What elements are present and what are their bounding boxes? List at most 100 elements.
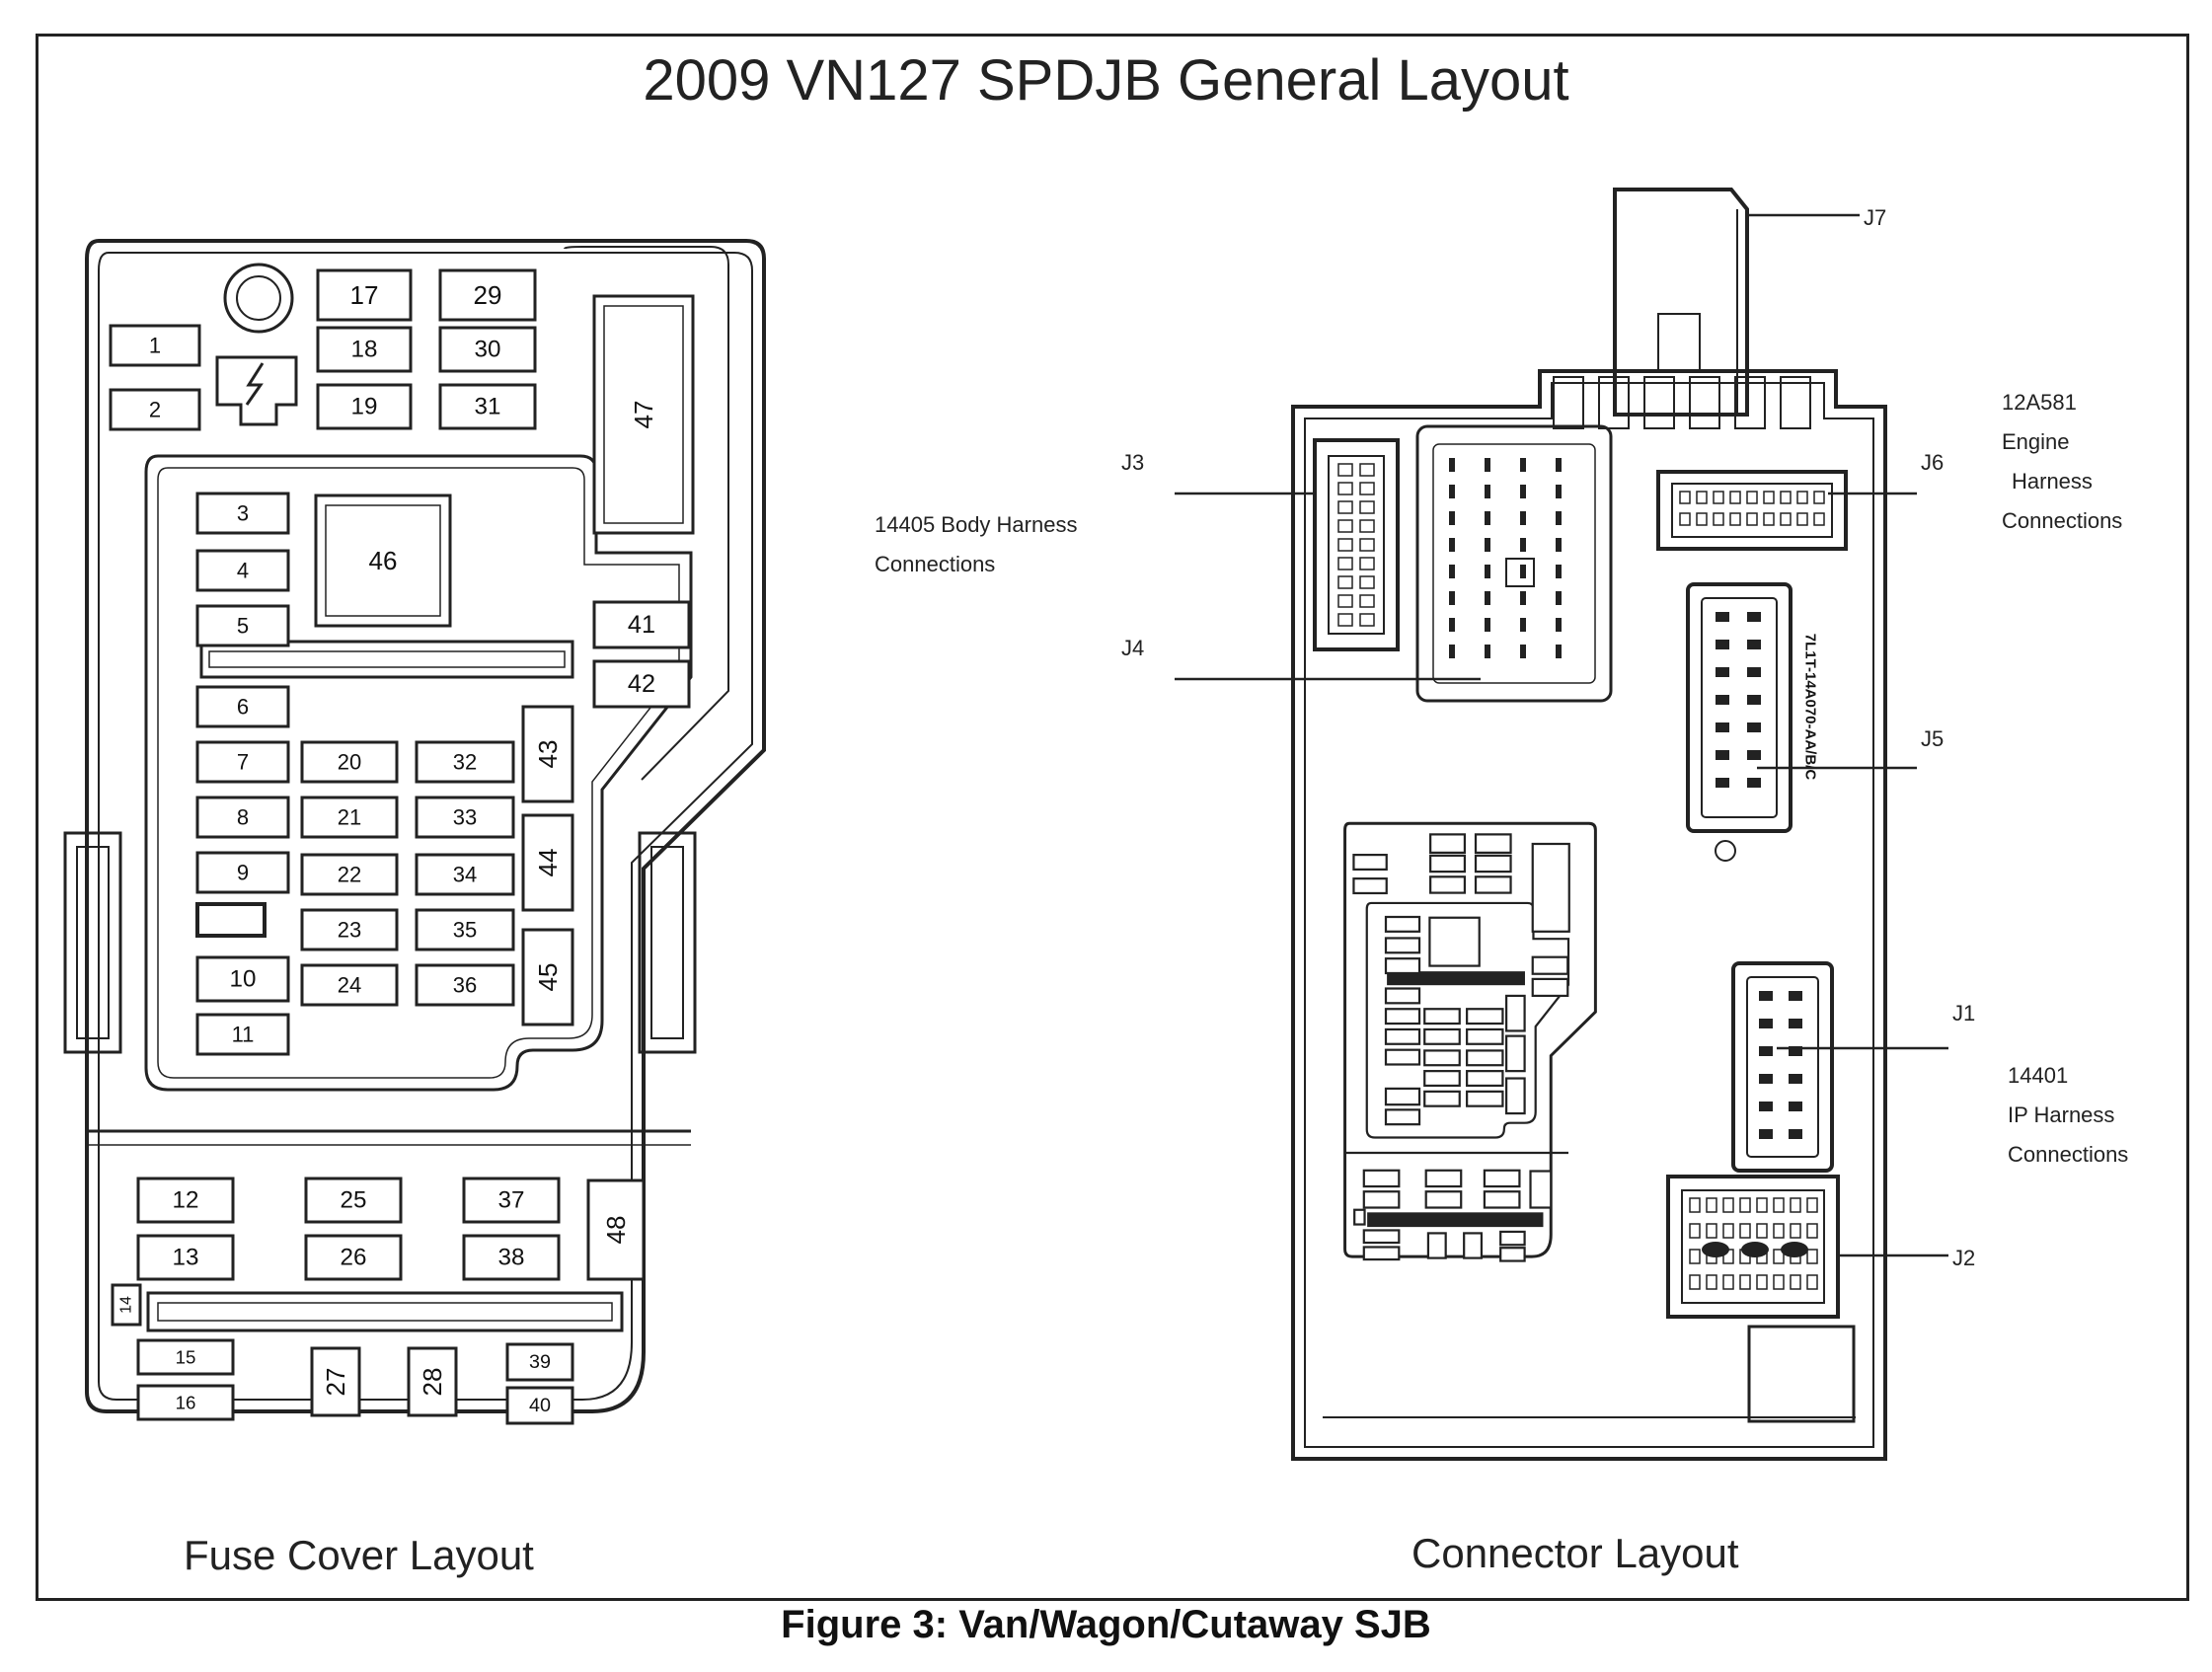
mini-fuse — [1423, 1090, 1461, 1107]
fuse-18 — [316, 326, 413, 373]
connector-j4-pin — [1520, 538, 1526, 552]
fuse-4 — [195, 549, 290, 592]
fuse-cover-right-rail — [564, 246, 729, 781]
connector-j6-pin — [1796, 491, 1808, 504]
connector-j4-pin — [1556, 458, 1562, 472]
fuse-label-26: 26 — [341, 1245, 367, 1271]
fuse-44 — [521, 813, 574, 912]
fuse-label-13: 13 — [173, 1245, 199, 1271]
connector-j2-pin — [1722, 1274, 1734, 1290]
connector-j7-pin-5 — [1734, 376, 1766, 429]
fuse-label-3: 3 — [237, 501, 249, 526]
connector-j1-pin — [1759, 1074, 1773, 1084]
connector-j2 — [1666, 1175, 1840, 1319]
connector-j5-pin — [1747, 640, 1761, 649]
connector-j1-pin — [1789, 1046, 1802, 1056]
mini-fuse — [1426, 1232, 1447, 1259]
connector-j6-pin — [1796, 512, 1808, 526]
connector-j6-pin — [1813, 491, 1825, 504]
mini-fuse — [1362, 1190, 1401, 1209]
connector-j6-pin — [1746, 491, 1758, 504]
figure-frame — [36, 34, 2189, 1601]
connector-j3-pin — [1337, 482, 1353, 495]
fuse-19 — [316, 383, 413, 430]
connector-j5-pin — [1716, 722, 1729, 732]
connector-j2-pin — [1790, 1223, 1801, 1239]
mini-fuse — [1429, 833, 1467, 854]
fuse-7 — [195, 740, 290, 784]
fuse-label-24: 24 — [338, 973, 361, 998]
connector-j3-pin — [1337, 594, 1353, 608]
fuse-label-46: 46 — [369, 546, 398, 575]
connector-j2-pin — [1689, 1223, 1701, 1239]
connector-j5-pin — [1716, 695, 1729, 705]
fuse-16 — [136, 1384, 235, 1421]
engine-harness-line-3: Harness — [2012, 469, 2093, 494]
connector-j4-pin — [1485, 618, 1490, 632]
fuse-label-40: 40 — [529, 1395, 551, 1416]
connector-j4-pin — [1485, 591, 1490, 605]
connector-j4-pin — [1485, 538, 1490, 552]
connector-j3-pin — [1337, 500, 1353, 514]
mini-fuse — [1384, 1008, 1421, 1026]
fuse-label-27: 27 — [321, 1368, 350, 1397]
connector-j1-pin — [1789, 991, 1802, 1001]
mini-fuse — [1499, 1230, 1526, 1247]
fuse-32 — [415, 740, 515, 784]
connector-j2-pin — [1756, 1274, 1768, 1290]
mini-fuse — [1423, 1049, 1461, 1067]
connector-j2-pin — [1689, 1249, 1701, 1264]
connector-j6-pin — [1679, 491, 1691, 504]
connector-j7-window — [1657, 313, 1701, 372]
connector-j2-latch — [1781, 1242, 1808, 1257]
fuse-43 — [521, 705, 574, 803]
mini-fuse — [1504, 1077, 1526, 1115]
connector-j5-pin — [1716, 640, 1729, 649]
connector-j7-pin-1 — [1553, 376, 1584, 429]
mini-fuse — [1483, 1190, 1521, 1209]
connector-j2-pin — [1806, 1197, 1818, 1213]
fuse-cover-screw-inner — [236, 275, 281, 321]
fuse-label-39: 39 — [529, 1351, 551, 1373]
connector-j2-pin — [1756, 1197, 1768, 1213]
fuse-28 — [407, 1346, 458, 1417]
connector-j3-pin — [1359, 463, 1375, 477]
fuse-20 — [300, 740, 399, 784]
jack-label-j2: J2 — [1952, 1246, 1976, 1270]
connector-j3-pin — [1359, 519, 1375, 533]
mini-fuse — [1474, 854, 1512, 874]
connector-j6-pin — [1696, 491, 1708, 504]
fuse-cover-slide-rail-upper-inner — [208, 650, 566, 668]
connector-j7-pin-4 — [1689, 376, 1720, 429]
connector-j4-pin — [1485, 645, 1490, 658]
connector-j3-pin — [1359, 575, 1375, 589]
fuse-27 — [310, 1346, 361, 1417]
fuse-cover-left-clip — [63, 831, 122, 1054]
mini-fuse — [1352, 877, 1388, 895]
fuse-label-44: 44 — [533, 849, 563, 877]
diagram-title: 2009 VN127 SPDJB General Layout — [643, 48, 1569, 113]
fuse-23 — [300, 908, 399, 951]
connector-j3-pin — [1359, 594, 1375, 608]
mini-fuse — [1424, 1190, 1463, 1209]
fuse-label-14: 14 — [118, 1296, 135, 1314]
connector-j3-pin — [1337, 575, 1353, 589]
connector-j4-pin — [1556, 485, 1562, 498]
connector-j1-pin — [1759, 1102, 1773, 1111]
connector-j1-pin — [1759, 1129, 1773, 1139]
mini-fuse — [1504, 994, 1526, 1032]
fuse-cover-layout: 1234567891011121314151617181920212223242… — [63, 239, 766, 1425]
connector-j4-pin — [1449, 485, 1455, 498]
connector-j2-pin — [1756, 1223, 1768, 1239]
connector-j4-pin — [1556, 511, 1562, 525]
connector-j4-pin — [1520, 618, 1526, 632]
connector-j7-pin-6 — [1780, 376, 1811, 429]
fuse-33 — [415, 796, 515, 839]
connector-j5-pin — [1747, 778, 1761, 788]
fuse-label-18: 18 — [351, 337, 378, 363]
mini-fuse — [1384, 1027, 1421, 1045]
fuse-label-33: 33 — [453, 805, 477, 830]
connector-j4-pin — [1449, 458, 1455, 472]
connector-j2-pin — [1790, 1274, 1801, 1290]
